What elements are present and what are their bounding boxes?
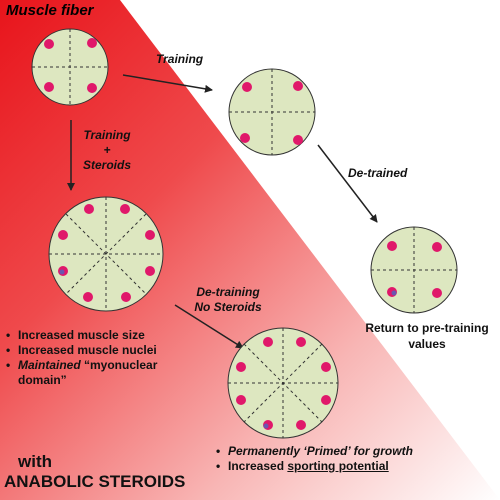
nucleus [83,292,93,302]
nucleus [387,241,397,251]
footer-anabolic-steroids-label: ANABOLIC STEROIDS [4,472,186,491]
muscle-fiber-steroid-trained [48,196,164,312]
nucleus [236,395,246,405]
nucleus [432,288,442,298]
nucleus [87,38,97,48]
nucleus [296,337,306,347]
arrow-training [122,74,213,93]
detraining-line-2: No Steroids [194,300,262,314]
steroid-effects-list: Increased muscle size Increased muscle n… [4,328,204,388]
bullet-increased-muscle-nuclei: Increased muscle nuclei [4,343,204,358]
nucleus [145,230,155,240]
nucleus [236,362,246,372]
nucleus [242,82,252,92]
nucleus-core [263,423,269,429]
muscle-fiber-detrained [370,226,458,314]
training-label: Training [156,52,204,66]
muscle-fiber-baseline [31,28,109,106]
return-to-pretraining-label: Return to pre-training values [352,320,500,352]
muscle-fiber-primed [227,327,339,439]
training-steroids-line-1: Training [83,128,131,142]
nucleus [87,83,97,93]
nucleus [58,230,68,240]
return-line-2: values [408,337,446,351]
nucleus [120,204,130,214]
return-line-1: Return to pre-training [365,321,489,335]
nucleus [321,362,331,372]
bullet-maintained-myonuclear-domain: Maintained “myonuclear domain” [4,358,204,388]
muscle-fiber-trained [228,68,316,156]
training-steroids-label: Training + Steroids [72,128,142,173]
bullet-increased-sporting-potential: Increased sporting potential [214,459,500,474]
bullet-permanently-primed: Permanently ‘Primed’ for growth [214,444,500,459]
nucleus [240,133,250,143]
nucleus [121,292,131,302]
nucleus [293,135,303,145]
nucleus [296,420,306,430]
nucleus [321,395,331,405]
arrow-detraining-no-steroids [174,304,244,349]
nucleus-core [59,269,65,275]
nucleus [44,82,54,92]
detraining-no-steroids-label: De-training No Steroids [178,285,278,315]
arrow-detrained [317,144,378,223]
training-steroids-line-2: + [103,143,111,157]
training-steroids-line-3: Steroids [82,158,131,172]
nucleus [145,266,155,276]
nucleus [84,204,94,214]
footer-with-label: with [18,452,52,471]
detrained-label: De-trained [348,166,408,180]
bullet-increased-muscle-size: Increased muscle size [4,328,204,343]
nucleus [44,39,54,49]
diagram-title: Muscle fiber [6,2,94,19]
nucleus [432,242,442,252]
nucleus-core [391,290,397,296]
primed-effects-list: Permanently ‘Primed’ for growth Increase… [214,444,500,474]
nucleus [293,81,303,91]
detraining-line-1: De-training [196,285,260,299]
nucleus [263,337,273,347]
